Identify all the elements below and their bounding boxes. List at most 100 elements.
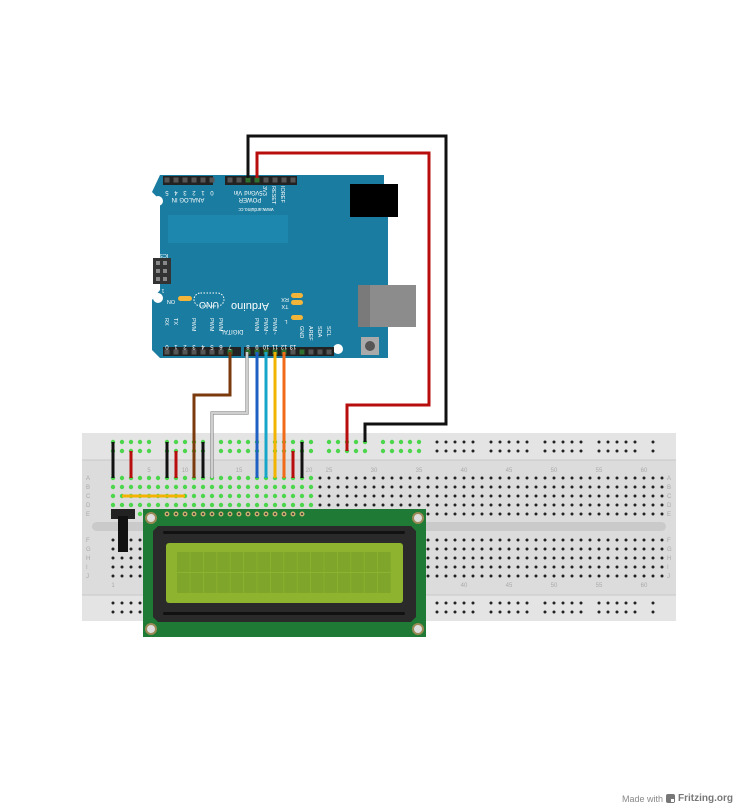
breadboard-hole[interactable] xyxy=(543,547,547,551)
breadboard-hole[interactable] xyxy=(624,538,628,542)
rail-hole[interactable] xyxy=(218,439,224,445)
breadboard-hole[interactable] xyxy=(471,574,475,578)
rail-hole[interactable] xyxy=(129,610,133,614)
breadboard-hole[interactable] xyxy=(615,538,619,542)
rail-hole[interactable] xyxy=(624,440,628,444)
header-pin[interactable] xyxy=(200,177,206,183)
breadboard-hole[interactable] xyxy=(588,512,592,516)
breadboard-hole[interactable] xyxy=(444,485,448,489)
rail-hole[interactable] xyxy=(633,601,637,605)
rail-hole[interactable] xyxy=(453,610,457,614)
rail-hole[interactable] xyxy=(606,601,610,605)
breadboard-hole[interactable] xyxy=(138,574,142,578)
rail-hole[interactable] xyxy=(146,439,152,445)
rail-hole[interactable] xyxy=(453,601,457,605)
breadboard-hole[interactable] xyxy=(489,476,493,480)
breadboard-hole[interactable] xyxy=(399,494,403,498)
breadboard-hole[interactable] xyxy=(462,494,466,498)
breadboard-hole[interactable] xyxy=(615,547,619,551)
breadboard-hole[interactable] xyxy=(606,547,610,551)
breadboard-hole[interactable] xyxy=(381,503,385,507)
breadboard-hole[interactable] xyxy=(561,485,565,489)
breadboard-hole[interactable] xyxy=(651,565,655,569)
rail-hole[interactable] xyxy=(182,439,188,445)
breadboard-hole[interactable] xyxy=(327,485,331,489)
breadboard-hole[interactable] xyxy=(597,494,601,498)
breadboard-hole[interactable] xyxy=(381,476,385,480)
breadboard-hole[interactable] xyxy=(390,485,394,489)
breadboard-hole[interactable] xyxy=(597,485,601,489)
rail-hole[interactable] xyxy=(380,448,386,454)
rail-hole[interactable] xyxy=(218,448,224,454)
breadboard-hole[interactable] xyxy=(363,485,367,489)
breadboard-hole[interactable] xyxy=(597,512,601,516)
rail-hole[interactable] xyxy=(444,449,448,453)
breadboard-hole[interactable] xyxy=(363,494,367,498)
breadboard-hole[interactable] xyxy=(290,493,296,499)
breadboard-hole[interactable] xyxy=(552,476,556,480)
breadboard-hole[interactable] xyxy=(318,485,322,489)
rail-hole[interactable] xyxy=(353,448,359,454)
breadboard-hole[interactable] xyxy=(588,476,592,480)
breadboard-hole[interactable] xyxy=(534,485,538,489)
breadboard-hole[interactable] xyxy=(119,475,125,481)
breadboard-hole[interactable] xyxy=(633,494,637,498)
breadboard-hole[interactable] xyxy=(534,556,538,560)
breadboard-hole[interactable] xyxy=(480,538,484,542)
rail-hole[interactable] xyxy=(624,449,628,453)
breadboard-hole[interactable] xyxy=(633,547,637,551)
header-pin[interactable] xyxy=(281,177,287,183)
breadboard-hole[interactable] xyxy=(588,547,592,551)
breadboard-hole[interactable] xyxy=(642,512,646,516)
breadboard-hole[interactable] xyxy=(480,574,484,578)
breadboard-hole[interactable] xyxy=(299,502,305,508)
rail-hole[interactable] xyxy=(615,610,619,614)
breadboard-hole[interactable] xyxy=(345,476,349,480)
rail-hole[interactable] xyxy=(111,601,115,605)
breadboard-hole[interactable] xyxy=(435,476,439,480)
breadboard-hole[interactable] xyxy=(489,494,493,498)
breadboard-hole[interactable] xyxy=(354,494,358,498)
breadboard-hole[interactable] xyxy=(579,538,583,542)
breadboard-hole[interactable] xyxy=(651,547,655,551)
breadboard-hole[interactable] xyxy=(110,493,116,499)
wire-5v-red[interactable] xyxy=(255,151,431,451)
breadboard-hole[interactable] xyxy=(525,512,529,516)
breadboard-hole[interactable] xyxy=(408,476,412,480)
breadboard-hole[interactable] xyxy=(254,502,260,508)
rail-hole[interactable] xyxy=(651,449,655,453)
breadboard-hole[interactable] xyxy=(606,494,610,498)
rail-hole[interactable] xyxy=(615,440,619,444)
breadboard-hole[interactable] xyxy=(272,502,278,508)
breadboard-hole[interactable] xyxy=(372,476,376,480)
rail-hole[interactable] xyxy=(633,449,637,453)
breadboard-hole[interactable] xyxy=(480,503,484,507)
breadboard-hole[interactable] xyxy=(534,494,538,498)
breadboard-hole[interactable] xyxy=(128,502,134,508)
breadboard-hole[interactable] xyxy=(570,565,574,569)
breadboard-hole[interactable] xyxy=(137,484,143,490)
breadboard-hole[interactable] xyxy=(245,484,251,490)
breadboard-hole[interactable] xyxy=(372,494,376,498)
breadboard-hole[interactable] xyxy=(570,556,574,560)
potentiometer-knob[interactable] xyxy=(118,516,128,552)
rail-hole[interactable] xyxy=(380,439,386,445)
breadboard-hole[interactable] xyxy=(516,547,520,551)
breadboard-hole[interactable] xyxy=(218,502,224,508)
breadboard-hole[interactable] xyxy=(480,476,484,480)
breadboard-hole[interactable] xyxy=(426,476,430,480)
breadboard-hole[interactable] xyxy=(498,512,502,516)
breadboard-hole[interactable] xyxy=(111,538,115,542)
breadboard-hole[interactable] xyxy=(290,484,296,490)
breadboard-hole[interactable] xyxy=(534,547,538,551)
rail-hole[interactable] xyxy=(552,601,556,605)
rail-hole[interactable] xyxy=(543,601,547,605)
breadboard-hole[interactable] xyxy=(489,574,493,578)
rail-hole[interactable] xyxy=(119,448,125,454)
rail-hole[interactable] xyxy=(489,449,493,453)
rail-hole[interactable] xyxy=(561,601,565,605)
breadboard-hole[interactable] xyxy=(615,565,619,569)
breadboard-hole[interactable] xyxy=(651,503,655,507)
breadboard-hole[interactable] xyxy=(498,565,502,569)
rail-hole[interactable] xyxy=(597,601,601,605)
